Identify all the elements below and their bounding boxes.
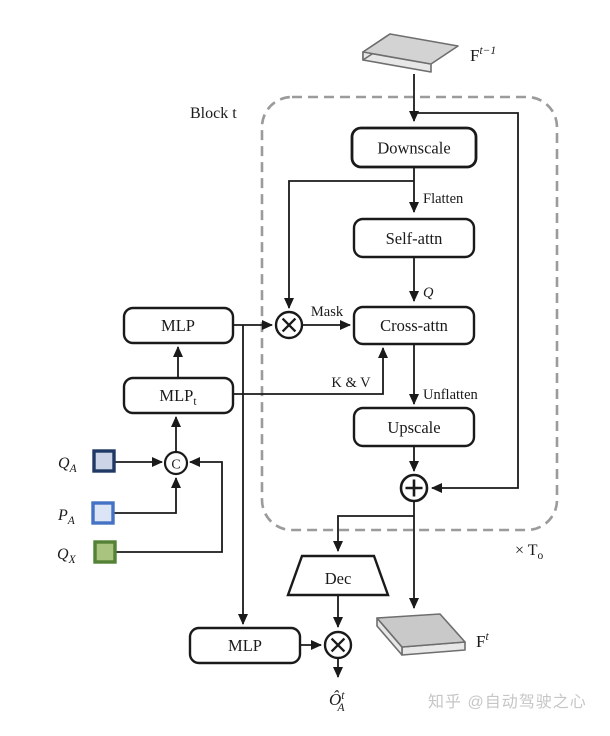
mlp-bottom-box (188, 626, 302, 665)
edge-pa-to-concat (113, 477, 181, 514)
pa-sub: A (67, 515, 76, 527)
edge-add-to-dec (333, 515, 414, 552)
cross-attn-box (352, 305, 476, 346)
mlp-top-label: MLP (161, 316, 195, 335)
fprev-label: Ft−1 (470, 45, 496, 65)
mask-label: Mask (311, 304, 344, 320)
qx-sub: X (68, 554, 77, 566)
self-attn-box (352, 217, 476, 259)
repeat-times-label: × To (515, 542, 544, 562)
fcurr-sup: t (485, 631, 489, 643)
block-t-label: Block t (190, 105, 237, 122)
upscale-label: Upscale (387, 418, 440, 437)
input-qa-label: QA (58, 455, 78, 475)
q-label: Q (423, 285, 434, 301)
multiply-output-x-icon (330, 637, 346, 653)
fcurr-slab-top-face (376, 613, 466, 648)
fprev-base: F (470, 46, 479, 65)
dec-trapezoid (286, 554, 390, 597)
add-plus-icon (405, 479, 423, 497)
multiply-mask-x-icon (281, 317, 297, 333)
dec-label: Dec (325, 569, 352, 588)
zhihu-watermark: 知乎 @自动驾驶之心 (428, 694, 587, 711)
self-attn-label: Self-attn (386, 229, 443, 248)
fprev-slab-top-face (362, 33, 459, 65)
feature-map-fprev (362, 33, 459, 73)
concat-circle (163, 450, 189, 476)
mlp-t-label: MLPt (159, 386, 197, 408)
qa-sub: A (69, 463, 78, 475)
edge-kv-to-crossattn (233, 347, 388, 395)
kv-label: K & V (331, 375, 371, 391)
repeat-times-base: × T (515, 542, 538, 559)
pa-base: P (57, 507, 68, 524)
downscale-box (350, 126, 478, 169)
mlp-top-box (122, 306, 235, 345)
input-qa-swatch (92, 449, 116, 473)
output-base: Ô (329, 690, 341, 709)
output-sup: t (341, 690, 345, 702)
input-pa-swatch (91, 501, 115, 525)
edge-skip-connection (414, 112, 519, 493)
input-pa-label: PA (57, 507, 76, 527)
feature-map-fcurr (376, 613, 466, 656)
qx-base: Q (57, 546, 69, 563)
input-qx-label: QX (57, 546, 77, 566)
concat-label: C (171, 458, 180, 473)
flatten-label: Flatten (423, 191, 464, 207)
repeat-times-sub: o (538, 550, 544, 562)
cross-attn-label: Cross-attn (380, 316, 448, 335)
fcurr-label: Ft (476, 631, 489, 651)
block-t-dashed-border (260, 95, 559, 532)
fprev-sup: t−1 (479, 45, 496, 57)
mlp-t-sub: t (193, 396, 197, 408)
mlp-t-base: MLP (159, 386, 193, 405)
downscale-label: Downscale (377, 139, 450, 158)
edge-qx-to-concat (115, 457, 223, 553)
mlp-t-box (122, 376, 235, 415)
edge-feature-to-mask-multiply (284, 180, 414, 309)
mlp-bottom-label: MLP (228, 636, 262, 655)
upscale-box (352, 406, 476, 448)
unflatten-label: Unflatten (423, 387, 479, 403)
fcurr-base: F (476, 632, 485, 651)
input-qx-swatch (93, 540, 117, 564)
qa-base: Q (58, 455, 70, 472)
output-sub: A (336, 702, 345, 714)
